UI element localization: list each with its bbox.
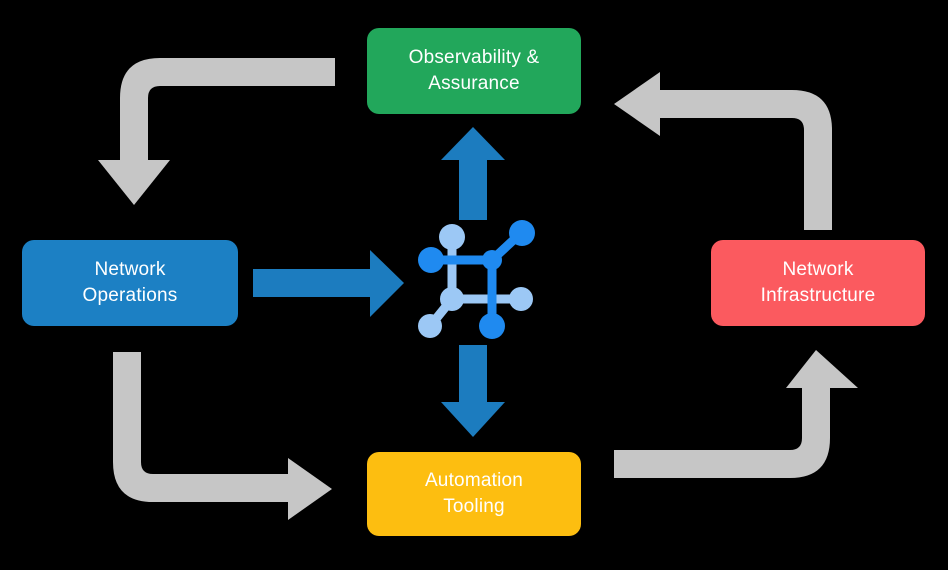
blue-arrow-center-to-automation [441, 345, 505, 437]
node-automation-tooling[interactable]: Automation Tooling [367, 452, 581, 536]
blue-arrow-center-to-observability [441, 127, 505, 220]
gray-arrow-observability-to-operations [98, 58, 335, 205]
gray-arrow-automation-to-infrastructure [614, 350, 858, 478]
node-network-operations[interactable]: Network Operations [22, 240, 238, 326]
node-operations-label: Network Operations [82, 259, 178, 306]
gray-arrow-infrastructure-to-observability [614, 72, 832, 230]
node-observability-label: Observability & Assurance [408, 47, 540, 94]
node-automation-label: Automation Tooling [424, 470, 524, 517]
topology-secondary-nodes [418, 224, 533, 338]
node-infrastructure-label: Network Infrastructure [760, 259, 876, 306]
topology-primary-nodes [418, 220, 535, 339]
blue-arrow-operations-to-center [253, 250, 404, 317]
node-network-infrastructure[interactable]: Network Infrastructure [711, 240, 925, 326]
gray-arrow-operations-to-automation [113, 352, 332, 520]
node-observability-assurance[interactable]: Observability & Assurance [367, 28, 581, 114]
network-topology-icon [418, 220, 535, 339]
